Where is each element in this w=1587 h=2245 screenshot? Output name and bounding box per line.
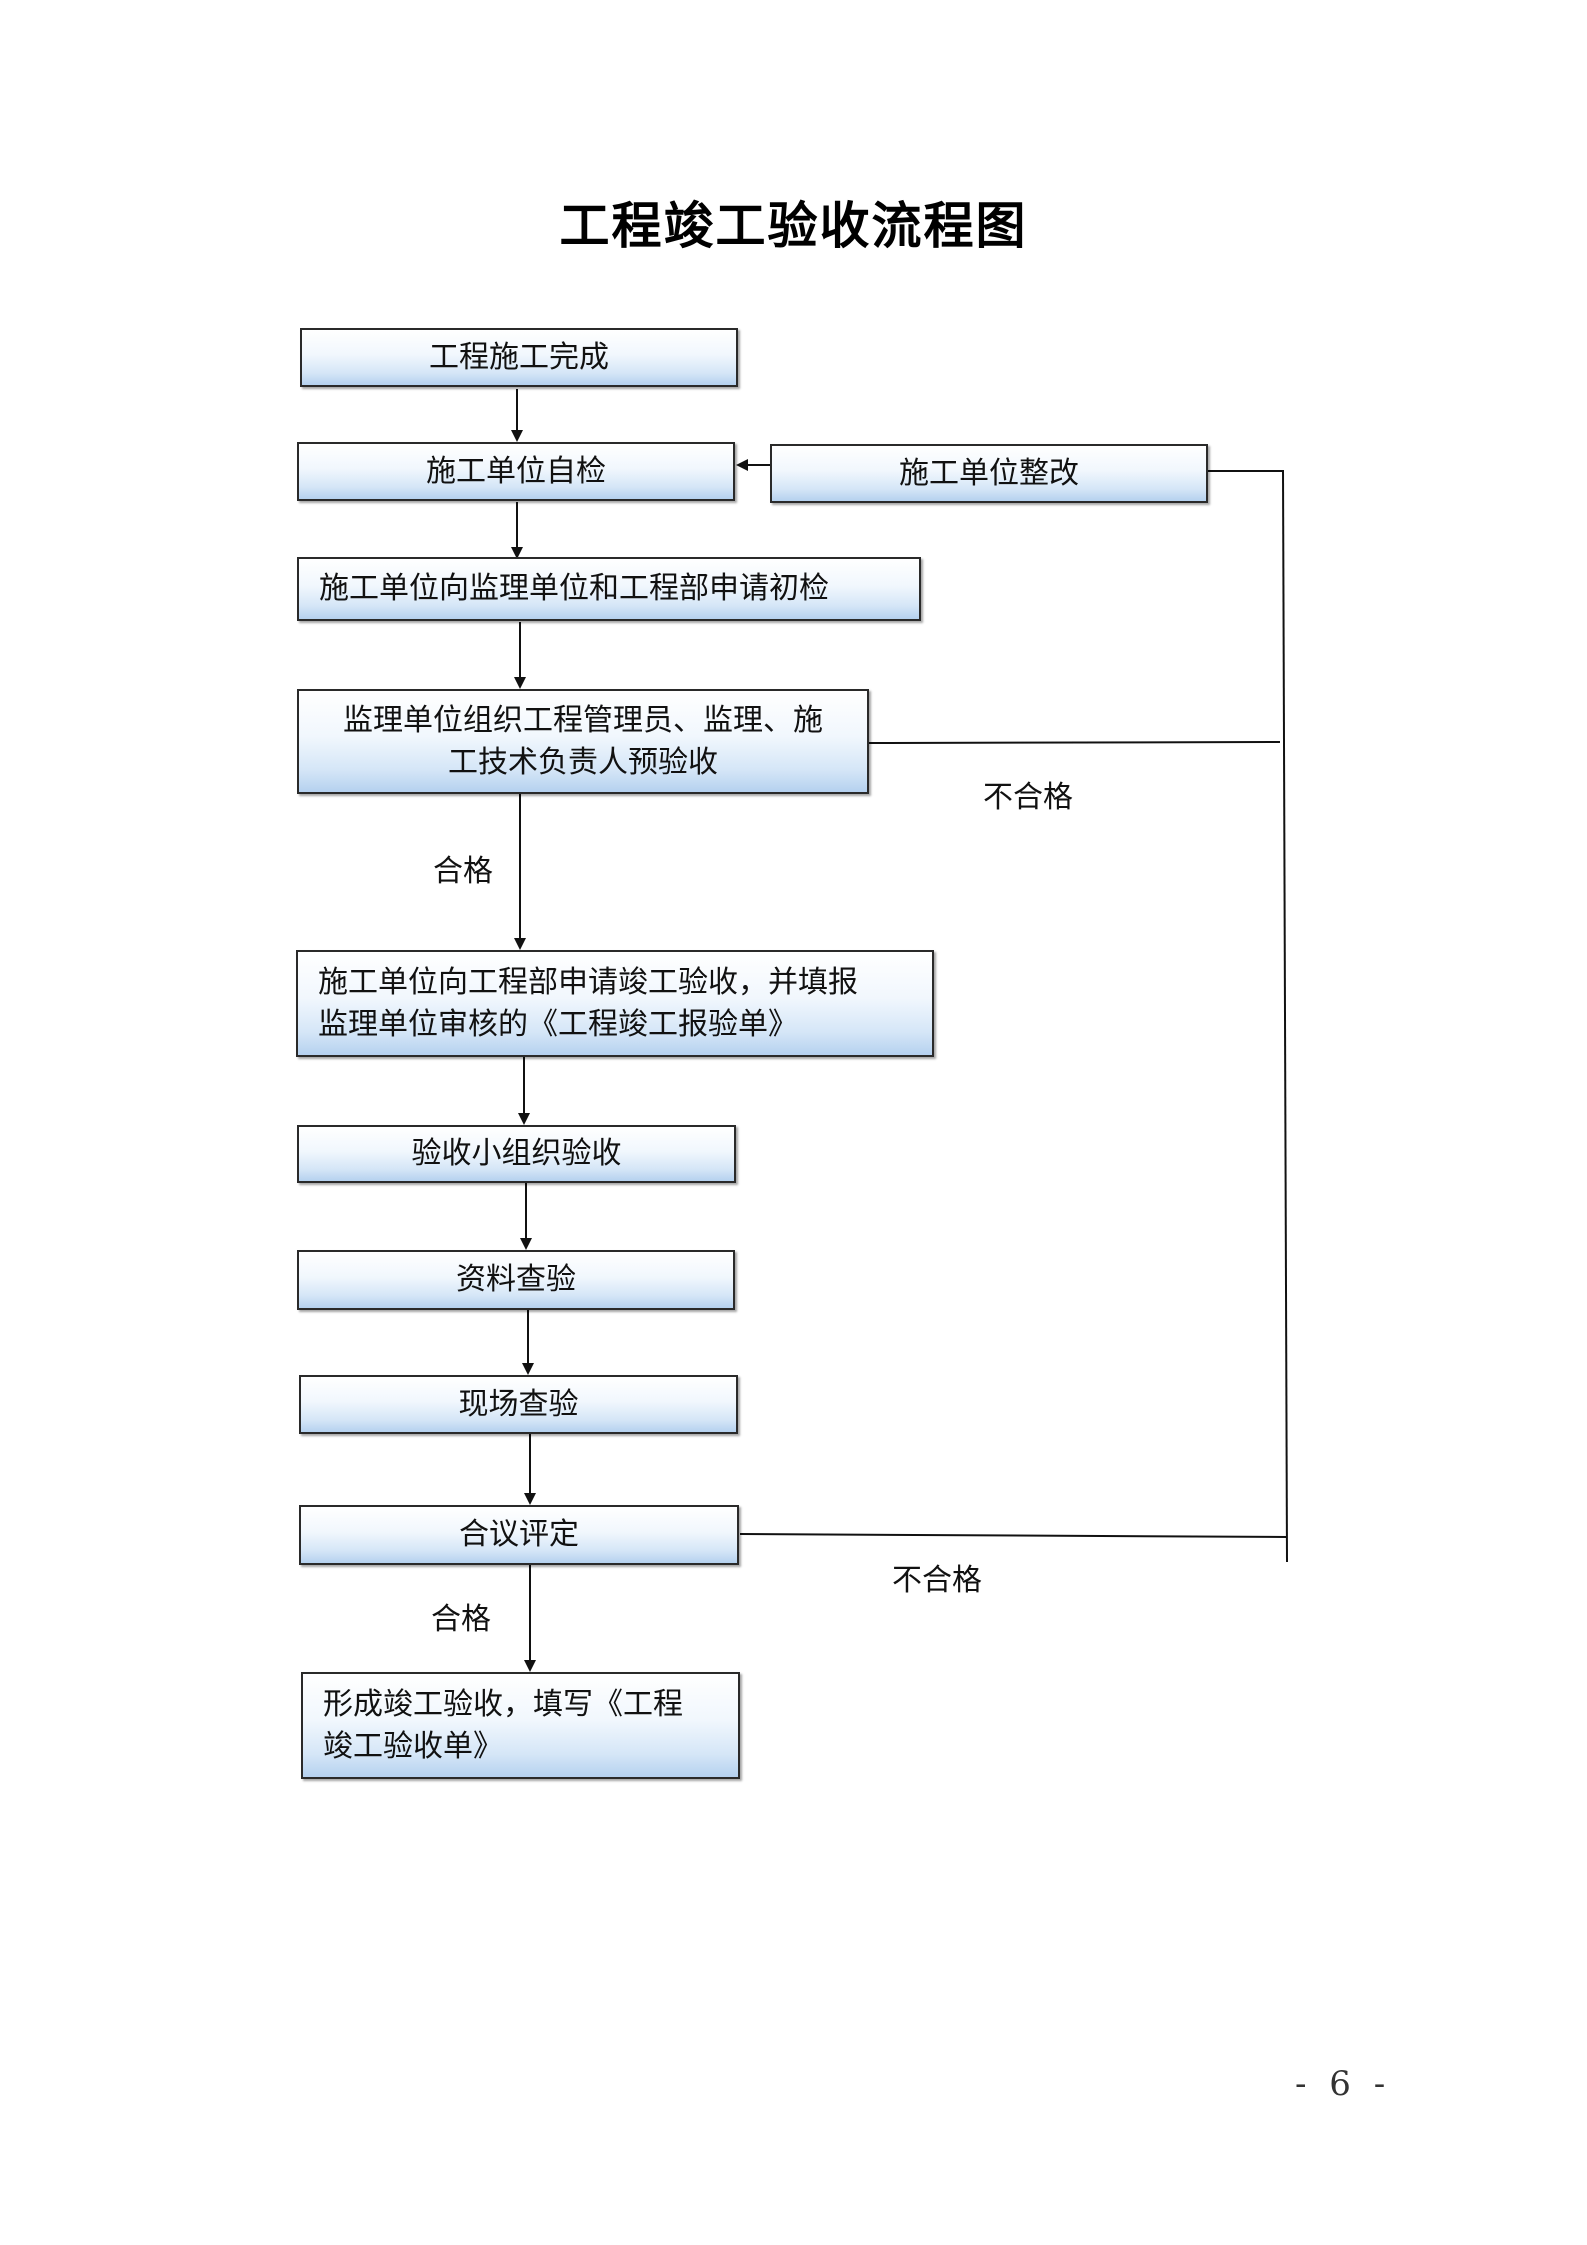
node-final-form: 形成竣工验收，填写《工程 竣工验收单》	[301, 1672, 740, 1779]
node-team-acceptance: 验收小组织验收	[297, 1125, 736, 1183]
node-self-check: 施工单位自检	[297, 442, 735, 501]
node-self-check-label: 施工单位自检	[426, 453, 606, 489]
node-apply-completion-line-2: 监理单位审核的《工程竣工报验单》	[318, 1006, 798, 1042]
node-pre-acceptance-line-2: 工技术负责人预验收	[448, 744, 718, 780]
node-site-check: 现场查验	[299, 1375, 738, 1434]
edge-label-fail-2: 不合格	[892, 1563, 982, 1598]
node-apply-initial-check: 施工单位向监理单位和工程部申请初检	[297, 557, 921, 621]
edge-label-fail-1: 不合格	[983, 780, 1073, 815]
node-final-form-line-1: 形成竣工验收，填写《工程	[323, 1686, 683, 1722]
node-joint-evaluation-label: 合议评定	[459, 1517, 579, 1552]
node-team-acceptance-label: 验收小组织验收	[411, 1136, 622, 1171]
page-title: 工程竣工验收流程图	[559, 197, 1028, 255]
node-site-check-label: 现场查验	[458, 1386, 579, 1422]
edge-label-pass-2: 合格	[431, 1602, 491, 1637]
edge-label-pass-1: 合格	[433, 854, 493, 889]
node-pre-acceptance-line-1: 监理单位组织工程管理员、监理、施	[343, 702, 823, 738]
node-apply-completion: 施工单位向工程部申请竣工验收，并填报 监理单位审核的《工程竣工报验单》	[296, 950, 934, 1057]
node-pre-acceptance: 监理单位组织工程管理员、监理、施 工技术负责人预验收	[297, 689, 869, 794]
node-construction-complete: 工程施工完成	[300, 328, 738, 387]
line-return-vertical	[1282, 469, 1288, 1563]
node-apply-completion-line-1: 施工单位向工程部申请竣工验收，并填报	[318, 964, 858, 1000]
line-preacceptance-fail	[866, 741, 1281, 744]
node-construction-complete-label: 工程施工完成	[429, 339, 609, 375]
node-document-check-label: 资料查验	[456, 1262, 576, 1297]
node-document-check: 资料查验	[297, 1250, 735, 1310]
node-rectification: 施工单位整改	[770, 444, 1208, 503]
node-joint-evaluation: 合议评定	[299, 1505, 739, 1565]
page-number: - 6 -	[1295, 2064, 1392, 2104]
node-rectification-label: 施工单位整改	[899, 455, 1079, 491]
node-final-form-line-2: 竣工验收单》	[323, 1728, 503, 1764]
node-apply-initial-check-label: 施工单位向监理单位和工程部申请初检	[319, 571, 829, 606]
line-evaluation-fail	[739, 1533, 1288, 1538]
